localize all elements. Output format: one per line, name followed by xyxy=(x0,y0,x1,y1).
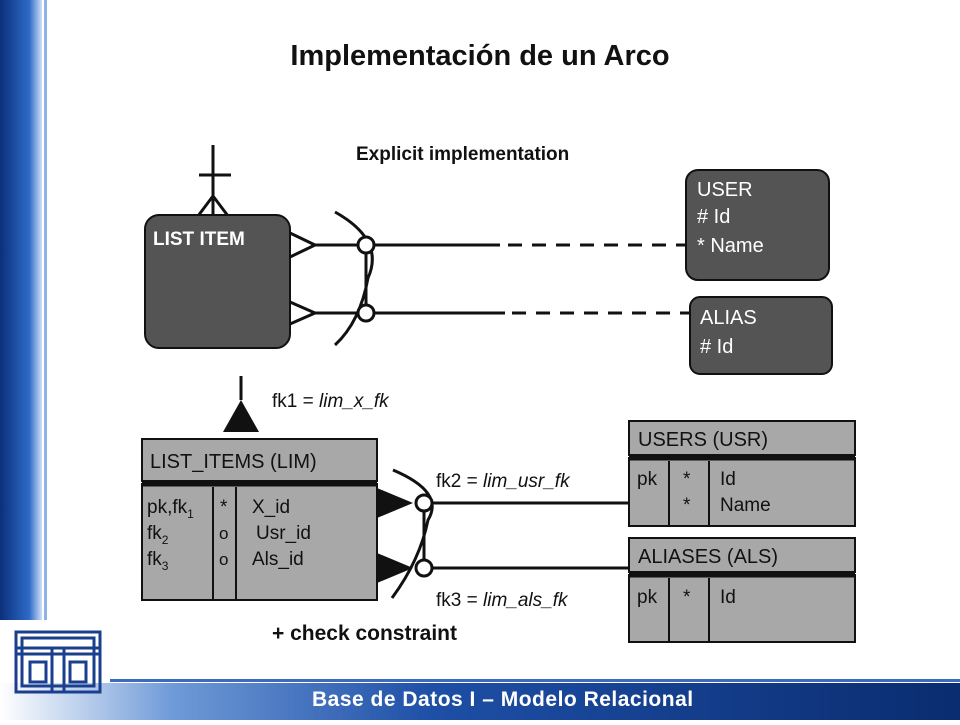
list-items-opt-3: o xyxy=(219,550,228,569)
slide-title: Implementación de un Arco xyxy=(290,40,670,72)
fk1-relationship xyxy=(223,376,259,432)
users-table: USERS (USR) pk * * Id Name xyxy=(628,420,856,527)
institution-logo xyxy=(14,630,102,694)
list-item-entity: LIST ITEM xyxy=(144,214,291,349)
fk3-name: lim_als_fk xyxy=(483,590,569,611)
aliases-opt-1: * xyxy=(683,587,691,608)
list-items-opt-2: o xyxy=(219,524,228,543)
fk3-prefix: fk3 = xyxy=(436,590,483,611)
users-col-1: Id xyxy=(720,469,736,490)
list-item-parent-relationship xyxy=(196,145,231,217)
list-items-key-1: pk,fk1 xyxy=(147,497,194,521)
fk2-prefix: fk2 = xyxy=(436,471,483,492)
user-entity-attr-id: # Id xyxy=(697,206,730,228)
aliases-col-1: Id xyxy=(720,587,736,608)
list-items-table-name: LIST_ITEMS (LIM) xyxy=(150,451,317,473)
explicit-heading: Explicit implementation xyxy=(356,144,569,165)
list-items-key-2: fk2 xyxy=(147,523,169,547)
left-decoration-bar xyxy=(0,0,42,620)
fk3-label: fk3 = lim_als_fk xyxy=(436,590,569,611)
arc-relationships-conceptual xyxy=(289,210,690,347)
users-opt-2: * xyxy=(683,495,691,516)
fk3-arrow xyxy=(377,553,413,583)
list-items-opt-1: * xyxy=(220,497,228,518)
user-entity: USER # Id * Name xyxy=(685,169,830,281)
aliases-table-name: ALIASES (ALS) xyxy=(638,546,778,568)
users-table-name: USERS (USR) xyxy=(638,429,768,451)
users-key-1: pk xyxy=(637,469,658,490)
aliases-table: ALIASES (ALS) pk * Id xyxy=(628,537,856,643)
fk1-label: fk1 = lim_x_fk xyxy=(272,391,390,412)
users-col-2: Name xyxy=(720,495,771,516)
list-item-entity-name: LIST ITEM xyxy=(153,229,245,250)
alias-entity-attr-id: # Id xyxy=(700,336,733,358)
fk-arc-relational xyxy=(390,468,628,599)
list-items-col-3: Als_id xyxy=(252,549,304,570)
list-items-table: LIST_ITEMS (LIM) pk,fk1 fk2 fk3 * o o X_… xyxy=(141,438,378,601)
footer-text: Base de Datos I – Modelo Relacional xyxy=(312,688,694,711)
fk2-name: lim_usr_fk xyxy=(483,471,571,492)
footer-bar xyxy=(0,683,960,720)
list-items-col-2: Usr_id xyxy=(256,523,311,544)
aliases-key-1: pk xyxy=(637,587,658,608)
fk2-label: fk2 = lim_usr_fk xyxy=(436,471,571,492)
footer-line xyxy=(110,679,960,682)
alias-entity: ALIAS # Id xyxy=(689,296,833,375)
user-entity-name: USER xyxy=(697,179,753,201)
fk1-name: lim_x_fk xyxy=(319,391,390,412)
fk1-prefix: fk1 = xyxy=(272,391,319,412)
check-constraint-label: + check constraint xyxy=(272,622,457,645)
left-decoration-line xyxy=(44,0,47,620)
list-items-col-1: X_id xyxy=(252,497,290,518)
alias-entity-name: ALIAS xyxy=(700,307,757,329)
list-items-key-3: fk3 xyxy=(147,549,169,573)
users-opt-1: * xyxy=(683,469,691,490)
fk2-arrow xyxy=(377,488,413,518)
user-entity-attr-name: * Name xyxy=(697,235,764,257)
